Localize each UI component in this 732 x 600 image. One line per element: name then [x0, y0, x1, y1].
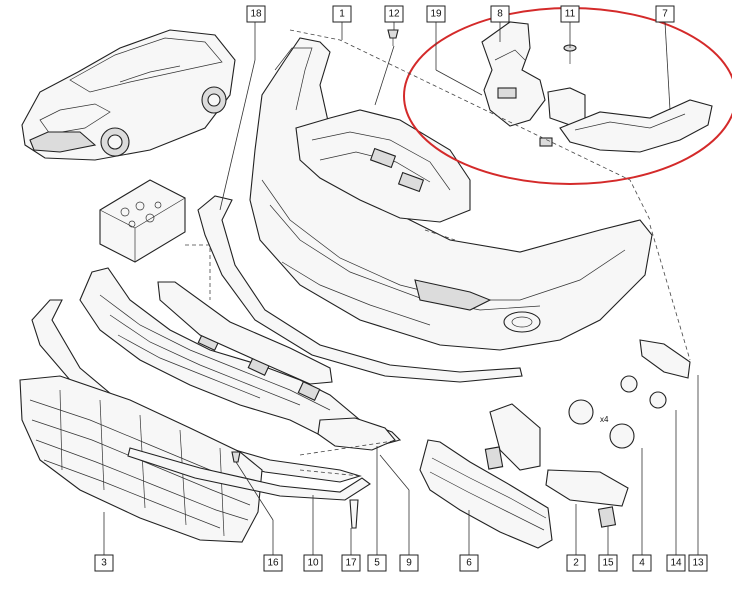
callout-3-text: 3	[101, 558, 107, 569]
callout-8: 8	[490, 5, 510, 23]
callout-8-text: 8	[497, 9, 503, 20]
fasteners	[231, 29, 399, 529]
callout-12: 12	[384, 5, 404, 23]
leader-lines	[103, 21, 699, 555]
callout-2: 2	[566, 554, 586, 572]
callout-4-text: 4	[639, 558, 645, 569]
callout-5: 5	[367, 554, 387, 572]
callout-7-text: 7	[662, 9, 668, 20]
callout-11-text: 11	[565, 9, 576, 20]
callout-3: 3	[94, 554, 114, 572]
callout-12-text: 12	[388, 9, 400, 20]
callout-9-text: 9	[406, 558, 412, 569]
callout-14: 14	[666, 554, 686, 572]
mid-support-rail	[157, 281, 333, 385]
callout-15: 15	[598, 554, 618, 572]
callout-5-text: 5	[374, 558, 380, 569]
callout-2-text: 2	[573, 558, 579, 569]
callout-10: 10	[303, 554, 323, 572]
callout-19: 19	[426, 5, 446, 23]
assembly-guides	[185, 29, 691, 477]
side-bracket	[317, 417, 396, 451]
fog-lamp-parts	[484, 339, 691, 528]
fastener-kit-bag	[99, 179, 186, 263]
highlighted-bracket-assembly	[403, 7, 732, 185]
callout-16-text: 16	[267, 558, 279, 569]
callout-18: 18	[246, 5, 266, 23]
callout-11: 11	[560, 5, 580, 23]
callout-4: 4	[632, 554, 652, 572]
callout-6: 6	[459, 554, 479, 572]
callout-17: 17	[341, 554, 361, 572]
quantity-label: x4	[600, 415, 609, 424]
upper-bumper-support	[295, 109, 471, 223]
callout-9: 9	[399, 554, 419, 572]
center-lower-grille	[419, 439, 553, 549]
callout-7: 7	[655, 5, 675, 23]
callout-13: 13	[688, 554, 708, 572]
callout-6-text: 6	[466, 558, 472, 569]
callout-1: 1	[332, 5, 352, 23]
callout-10-text: 10	[307, 558, 319, 569]
callout-15-text: 15	[602, 558, 614, 569]
callout-16: 16	[263, 554, 283, 572]
callout-14-text: 14	[670, 558, 682, 569]
callout-19-text: 19	[430, 9, 442, 20]
callout-17-text: 17	[345, 558, 357, 569]
callout-13-text: 13	[692, 558, 704, 569]
lower-chrome-strip	[127, 447, 371, 501]
callout-18-text: 18	[250, 9, 262, 20]
upper-trim-strip	[197, 195, 523, 383]
car-thumbnail	[21, 29, 236, 161]
callout-1-text: 1	[339, 9, 345, 20]
